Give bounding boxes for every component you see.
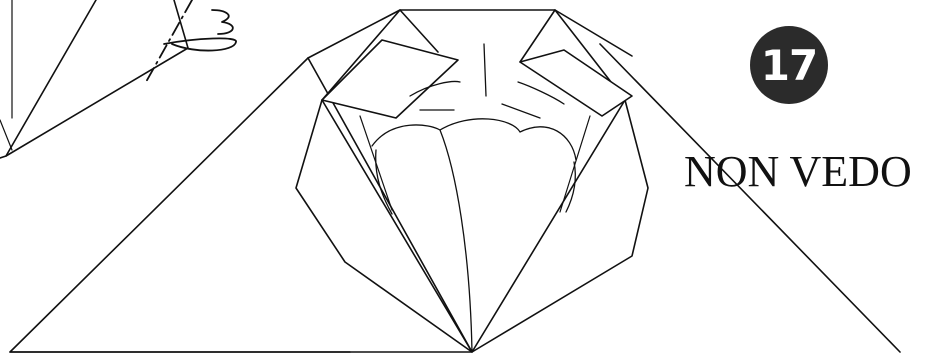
head-outline xyxy=(296,10,648,352)
previous-step-fragment xyxy=(0,0,188,158)
step-caption: NON VEDO xyxy=(684,150,934,194)
step-number-text: 17 xyxy=(761,41,817,90)
step-number-badge: 17 xyxy=(750,26,828,104)
